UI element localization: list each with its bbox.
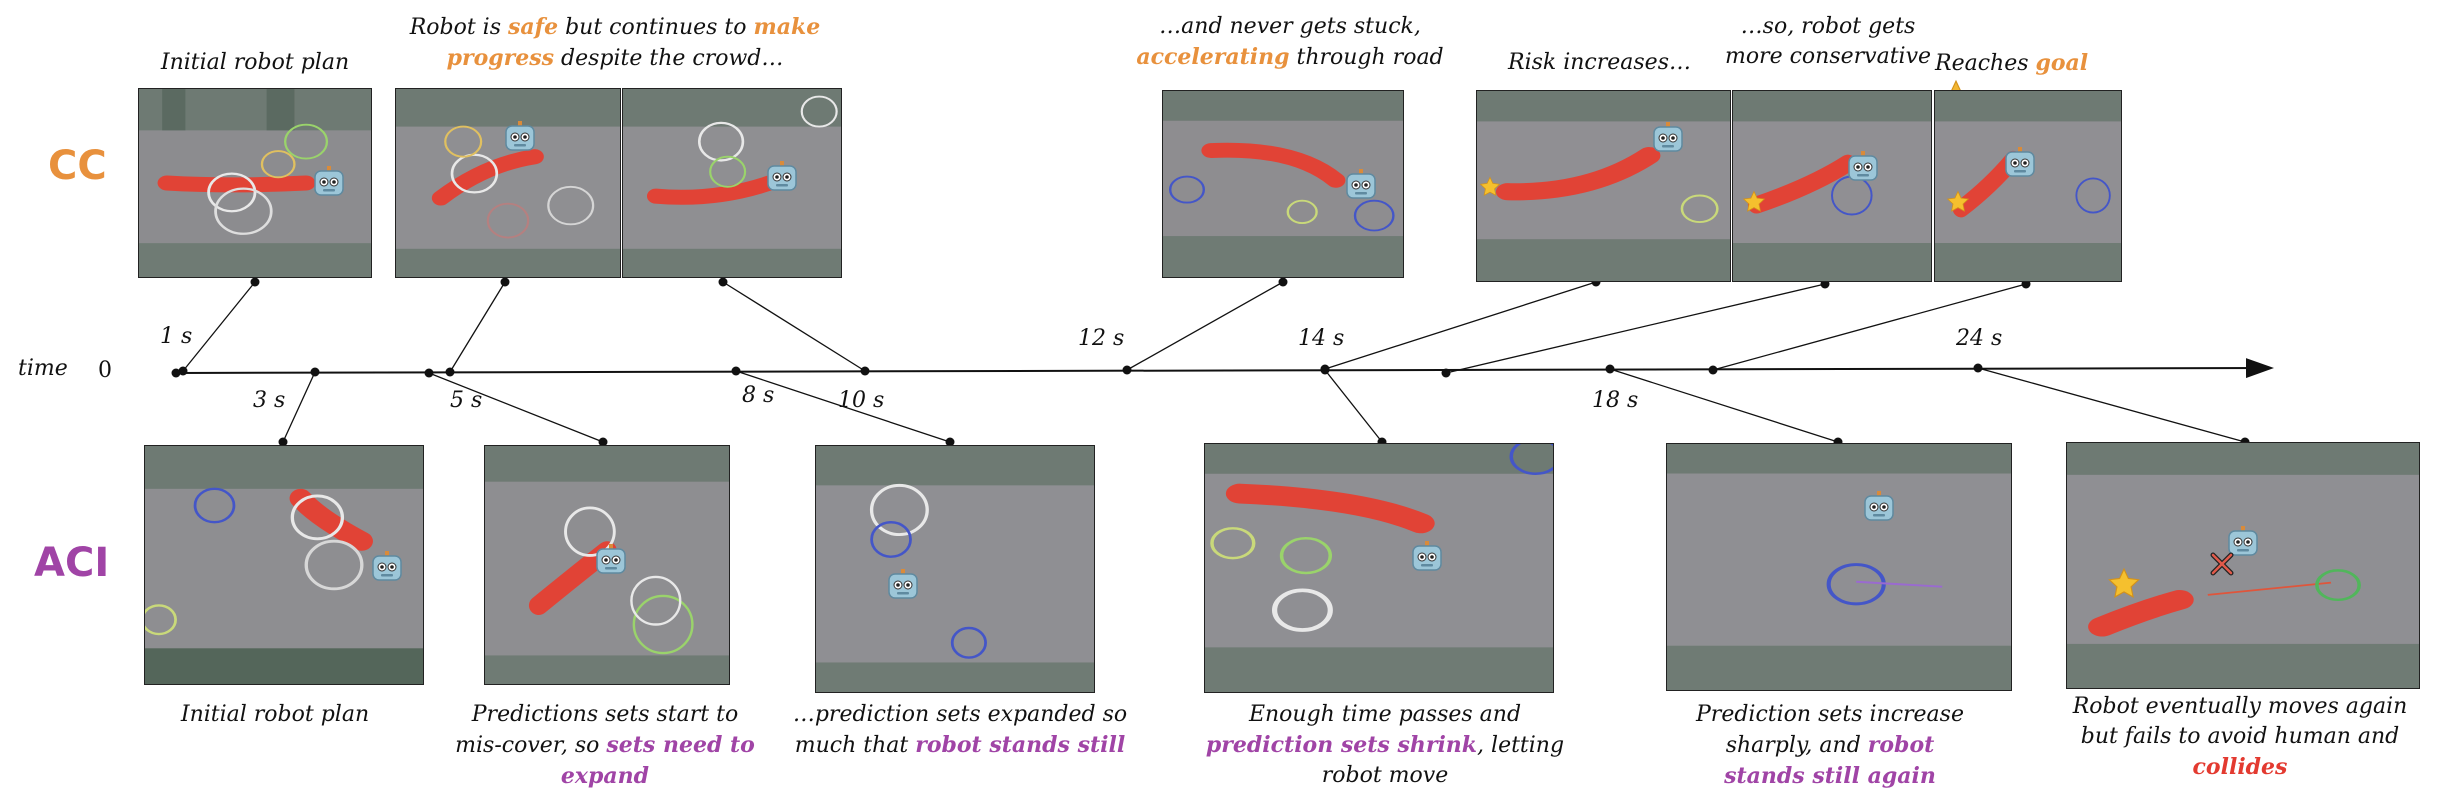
connector-line bbox=[1712, 283, 2027, 371]
timeline-marker bbox=[1320, 365, 1330, 375]
collision-x-icon bbox=[2208, 550, 2236, 578]
connector-line bbox=[282, 371, 316, 443]
timeline-marker bbox=[860, 366, 870, 376]
timeline-marker bbox=[1122, 365, 1132, 375]
connector-line bbox=[428, 372, 604, 443]
aci-caption-3: …prediction sets expanded so much that r… bbox=[792, 702, 1128, 758]
robot-icon bbox=[1410, 540, 1444, 574]
cc-caption-5: …so, robot gets more conservative bbox=[1724, 14, 1932, 69]
cc-frame-6 bbox=[1732, 90, 1932, 282]
cc-caption-3: …and never gets stuck,accelerating throu… bbox=[1136, 14, 1444, 70]
robot-icon bbox=[765, 160, 799, 194]
aci-caption-6: Robot eventually moves again but fails t… bbox=[2072, 694, 2408, 780]
connector-line bbox=[1445, 283, 1826, 374]
time-axis bbox=[174, 358, 2274, 379]
aci-frame-6 bbox=[2066, 442, 2420, 689]
tick-0: 0 bbox=[98, 358, 112, 383]
timeline-marker bbox=[310, 367, 320, 377]
tick-8s: 8 s bbox=[742, 383, 775, 408]
tick-1s: 1 s bbox=[160, 324, 193, 349]
robot-icon bbox=[1862, 490, 1896, 524]
connector-line bbox=[182, 281, 256, 372]
timeline-marker bbox=[1605, 364, 1615, 374]
connector-line bbox=[1977, 367, 2246, 443]
row-label-cc: CC bbox=[48, 143, 107, 189]
tick-10s: 10 s bbox=[838, 388, 885, 413]
cc-frame-2 bbox=[395, 88, 621, 278]
timeline-marker bbox=[1708, 365, 1718, 375]
timeline-marker bbox=[445, 367, 455, 377]
aci-caption-4: Enough time passes and prediction sets s… bbox=[1205, 702, 1565, 788]
cc-frame-5 bbox=[1476, 90, 1731, 282]
connector-line bbox=[722, 281, 866, 372]
aci-caption-2: Predictions sets start to mis-cover, so … bbox=[455, 702, 755, 789]
robot-icon bbox=[2226, 525, 2260, 559]
connector-line bbox=[1324, 281, 1597, 370]
cc-caption-4: Risk increases… bbox=[1508, 50, 1691, 75]
cc-frame-3 bbox=[622, 88, 842, 278]
timeline-marker bbox=[718, 277, 728, 287]
tick-14s: 14 s bbox=[1298, 326, 1345, 351]
star-goal-icon bbox=[1742, 190, 1766, 214]
connector-line bbox=[1609, 368, 1839, 443]
robot-icon bbox=[886, 568, 920, 602]
connector-line bbox=[449, 281, 506, 373]
robot-icon bbox=[1651, 121, 1685, 155]
robot-icon bbox=[1344, 168, 1378, 202]
cc-caption-1: Initial robot plan bbox=[160, 50, 350, 75]
timeline-marker bbox=[1278, 277, 1288, 287]
timeline-marker bbox=[500, 277, 510, 287]
tick-12s: 12 s bbox=[1078, 326, 1125, 351]
timeline-marker bbox=[945, 437, 955, 447]
timeline-marker bbox=[424, 368, 434, 378]
timeline-marker bbox=[250, 277, 260, 287]
star-goal-icon bbox=[2107, 567, 2141, 601]
connector-line bbox=[1126, 281, 1284, 371]
aci-frame-5 bbox=[1666, 443, 2012, 691]
tick-5s: 5 s bbox=[450, 388, 483, 413]
timeline-marker bbox=[598, 437, 608, 447]
robot-icon bbox=[594, 543, 628, 577]
cc-caption-6: Reaches goal bbox=[1935, 48, 2105, 114]
timeline-marker bbox=[178, 366, 188, 376]
time-axis-label: time bbox=[18, 356, 68, 381]
star-goal-icon bbox=[1479, 176, 1501, 198]
robot-icon bbox=[312, 165, 346, 199]
tick-18s: 18 s bbox=[1592, 388, 1639, 413]
cc-frame-4 bbox=[1162, 90, 1404, 278]
timeline-marker bbox=[1973, 363, 1983, 373]
robot-icon bbox=[2003, 146, 2037, 180]
timeline-marker bbox=[278, 437, 288, 447]
aci-frame-4 bbox=[1204, 443, 1554, 693]
star-goal-icon bbox=[1946, 190, 1970, 214]
aci-caption-1: Initial robot plan bbox=[180, 702, 370, 727]
tick-24s: 24 s bbox=[1956, 326, 2003, 351]
robot-icon bbox=[370, 550, 404, 584]
robot-icon bbox=[1846, 150, 1880, 184]
aci-frame-3 bbox=[815, 445, 1095, 693]
timeline-marker bbox=[731, 366, 741, 376]
timeline-origin-marker bbox=[171, 368, 181, 378]
robot-icon bbox=[503, 120, 537, 154]
tick-3s: 3 s bbox=[253, 388, 286, 413]
aci-caption-5: Prediction sets increase sharply, and ro… bbox=[1696, 702, 1964, 789]
cc-caption-2: Robot is safe but continues to make prog… bbox=[409, 14, 821, 71]
connector-line bbox=[735, 370, 951, 443]
timeline-marker bbox=[1441, 368, 1451, 378]
row-label-aci: ACI bbox=[34, 540, 110, 586]
cc-frame-7 bbox=[1934, 90, 2122, 282]
connector-line bbox=[1324, 369, 1383, 443]
